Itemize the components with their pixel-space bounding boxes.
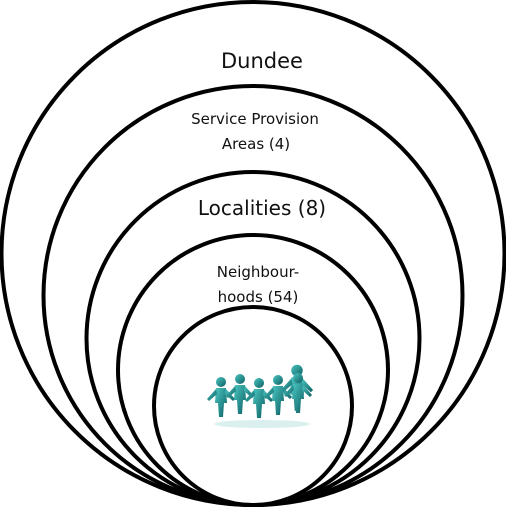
people-holding-hands-icon	[207, 364, 314, 428]
circle-community	[152, 305, 354, 507]
label-localities: Localities (8)	[198, 196, 326, 220]
label-neighbourhoods-line1: Neighbour-	[217, 263, 299, 281]
label-service-provision-areas-line2: Areas (4)	[222, 135, 290, 153]
label-service-provision-areas-line1: Service Provision	[191, 110, 319, 128]
label-dundee: Dundee	[221, 49, 303, 73]
label-neighbourhoods-line2: hoods (54)	[218, 288, 299, 306]
